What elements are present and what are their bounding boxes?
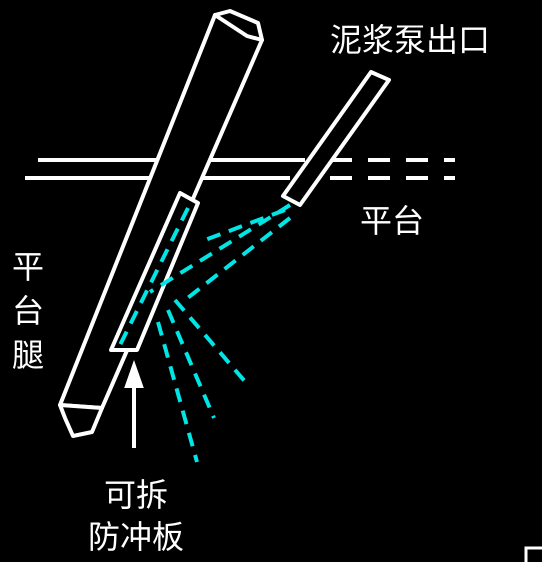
baffle-label: 可拆 防冲板	[88, 476, 185, 556]
baffle-arrow	[124, 359, 144, 448]
spray-lines	[118, 203, 292, 463]
platform-label: 平台	[360, 202, 425, 240]
platform-deck	[25, 158, 455, 180]
pump-outlet-label: 泥浆泵出口	[330, 21, 491, 59]
leg-bottom-cap	[58, 403, 104, 438]
leg-top-cap	[213, 9, 264, 42]
corner-mark	[524, 546, 542, 562]
pump-outlet-pipe	[281, 70, 391, 207]
platform-leg-label: 平台腿	[11, 248, 44, 374]
platform-leg	[58, 9, 264, 438]
